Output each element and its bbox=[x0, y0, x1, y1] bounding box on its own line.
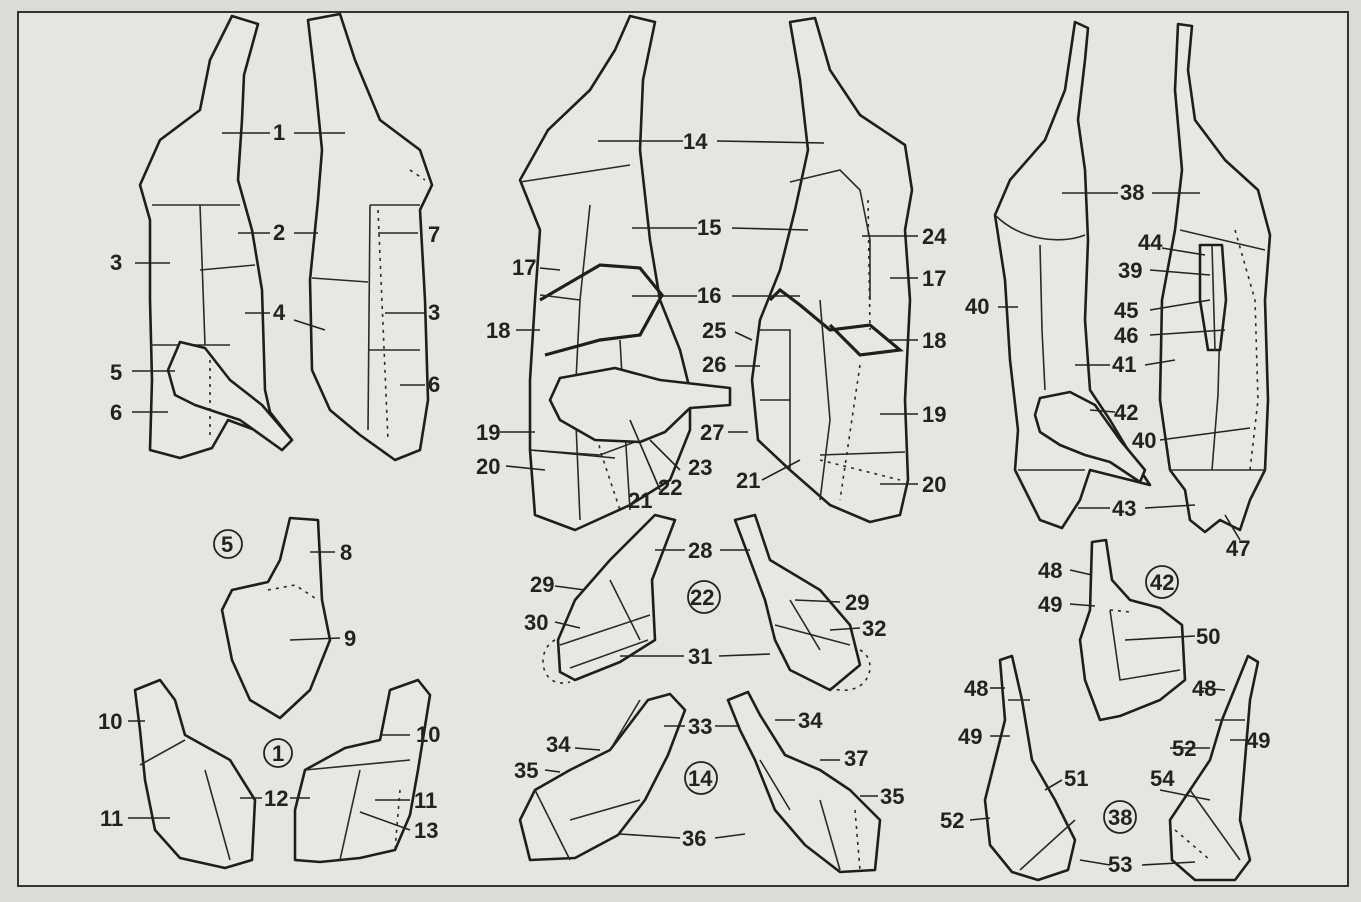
label-c-48c: 48 bbox=[1192, 676, 1216, 701]
label-c-48b: 48 bbox=[964, 676, 988, 701]
label-c-50: 50 bbox=[1196, 624, 1220, 649]
label-b-29b: 29 bbox=[845, 590, 869, 615]
label-b-22: 22 bbox=[658, 475, 682, 500]
label-b-21: 21 bbox=[628, 488, 652, 513]
label-c-49: 49 bbox=[1038, 592, 1062, 617]
label-c-43: 43 bbox=[1112, 496, 1136, 521]
label-a-11b: 11 bbox=[414, 788, 437, 813]
label-c-42: 42 bbox=[1114, 400, 1138, 425]
label-c-circ42: 42 bbox=[1150, 570, 1174, 595]
label-b-19: 19 bbox=[476, 420, 500, 445]
label-a-3b: 3 bbox=[428, 300, 440, 325]
label-c-39: 39 bbox=[1118, 258, 1142, 283]
label-c-52: 52 bbox=[940, 808, 964, 833]
label-b-30: 30 bbox=[524, 610, 548, 635]
label-b-21b: 21 bbox=[736, 468, 760, 493]
label-b-27: 27 bbox=[700, 420, 724, 445]
label-c-52b: 52 bbox=[1172, 736, 1196, 761]
label-b-31: 31 bbox=[688, 644, 712, 669]
label-a-5: 5 bbox=[110, 360, 122, 385]
label-c-54: 54 bbox=[1150, 766, 1175, 791]
label-b-16: 16 bbox=[697, 283, 721, 308]
label-c-45: 45 bbox=[1114, 298, 1138, 323]
label-b-20: 20 bbox=[476, 454, 500, 479]
label-b-35: 35 bbox=[514, 758, 538, 783]
label-a-1: 1 bbox=[273, 120, 285, 145]
label-c-46: 46 bbox=[1114, 323, 1138, 348]
label-c-40b: 40 bbox=[1132, 428, 1156, 453]
label-b-15: 15 bbox=[697, 215, 721, 240]
label-c-49c: 49 bbox=[1246, 728, 1270, 753]
label-c-circ38: 38 bbox=[1108, 805, 1132, 830]
label-a-7: 7 bbox=[428, 222, 440, 247]
label-a-11: 11 bbox=[100, 806, 123, 831]
label-a-2: 2 bbox=[273, 220, 285, 245]
label-a-4: 4 bbox=[273, 300, 286, 325]
label-a-circ1: 1 bbox=[272, 741, 284, 766]
label-b-24: 24 bbox=[922, 224, 947, 249]
label-c-38: 38 bbox=[1120, 180, 1144, 205]
label-b-17: 17 bbox=[512, 255, 536, 280]
label-b-circ14: 14 bbox=[688, 766, 713, 791]
label-a-10: 10 bbox=[98, 709, 122, 734]
label-a-10b: 10 bbox=[416, 722, 440, 747]
label-b-circ22: 22 bbox=[690, 585, 714, 610]
label-c-51: 51 bbox=[1064, 766, 1088, 791]
label-a-circ5: 5 bbox=[221, 532, 233, 557]
label-a-8: 8 bbox=[340, 540, 352, 565]
label-b-34: 34 bbox=[546, 732, 571, 757]
label-b-35b: 35 bbox=[880, 784, 904, 809]
label-b-20b: 20 bbox=[922, 472, 946, 497]
label-b-25: 25 bbox=[702, 318, 726, 343]
label-b-32: 32 bbox=[862, 616, 886, 641]
label-c-53: 53 bbox=[1108, 852, 1132, 877]
label-b-33: 33 bbox=[688, 714, 712, 739]
label-a-13: 13 bbox=[414, 818, 438, 843]
label-a-9: 9 bbox=[344, 626, 356, 651]
label-b-34b: 34 bbox=[798, 708, 823, 733]
label-b-28: 28 bbox=[688, 538, 712, 563]
label-b-29: 29 bbox=[530, 572, 554, 597]
label-c-47: 47 bbox=[1226, 536, 1250, 561]
label-a-3: 3 bbox=[110, 250, 122, 275]
label-a-6: 6 bbox=[110, 400, 122, 425]
label-c-44: 44 bbox=[1138, 230, 1163, 255]
label-b-37: 37 bbox=[844, 746, 868, 771]
label-a-12: 12 bbox=[264, 786, 288, 811]
label-b-18b: 18 bbox=[922, 328, 946, 353]
label-b-26: 26 bbox=[702, 352, 726, 377]
label-c-41: 41 bbox=[1112, 352, 1136, 377]
label-a-6b: 6 bbox=[428, 372, 440, 397]
label-b-18: 18 bbox=[486, 318, 510, 343]
label-c-49b: 49 bbox=[958, 724, 982, 749]
label-c-40: 40 bbox=[965, 294, 989, 319]
label-b-17b: 17 bbox=[922, 266, 946, 291]
label-b-19b: 19 bbox=[922, 402, 946, 427]
label-b-14: 14 bbox=[683, 129, 708, 154]
label-b-23: 23 bbox=[688, 455, 712, 480]
label-b-36: 36 bbox=[682, 826, 706, 851]
label-c-48: 48 bbox=[1038, 558, 1062, 583]
